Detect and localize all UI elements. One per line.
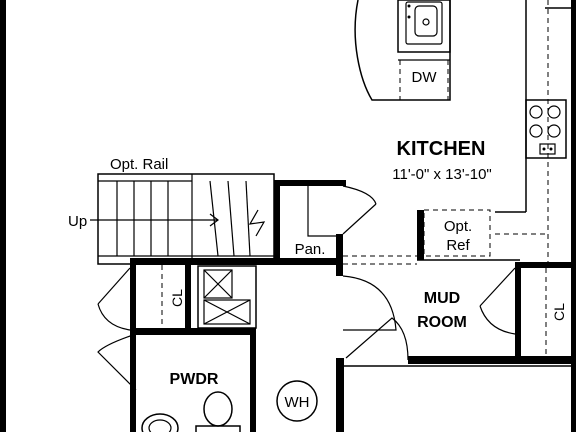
staircase: [90, 173, 275, 265]
left-closet: [97, 258, 256, 336]
kitchen-dimensions: 11'-0" x 13'-10": [392, 166, 492, 183]
mud-door-swing: [345, 317, 409, 361]
opt-ref-label-line2: Ref: [446, 237, 470, 254]
right-exterior-wall: [571, 0, 576, 432]
kitchen-room-name: KITCHEN: [397, 138, 486, 160]
mud-room-name-line2: ROOM: [417, 314, 467, 331]
opt-ref-label-line1: Opt.: [444, 218, 472, 235]
mud-room-name-line1: MUD: [424, 290, 460, 307]
optional-refrigerator: [417, 209, 491, 260]
hall-wall-top: [130, 258, 342, 265]
powder-room: [97, 328, 256, 432]
right-closet: [479, 262, 571, 356]
water-heater: [276, 380, 318, 422]
kitchen-counter-right: [495, 0, 571, 270]
sink: [141, 413, 179, 432]
stair-rail-label: Opt. Rail: [110, 156, 168, 173]
washer-dryer: [197, 265, 257, 329]
pantry-label: Pan.: [295, 241, 326, 258]
hall-door-swing: [342, 275, 397, 331]
mud-room-bottom-wall: [408, 356, 576, 364]
toilet: [195, 391, 241, 432]
pantry: [274, 180, 377, 276]
left-exterior-wall: [0, 0, 6, 432]
powder-room-name: PWDR: [170, 371, 219, 388]
stair-direction-label: Up: [68, 213, 87, 230]
hall-right-wall: [336, 358, 344, 432]
left-closet-label: CL: [169, 289, 185, 307]
water-heater-label: WH: [285, 394, 310, 411]
right-closet-label: CL: [551, 303, 567, 321]
kitchen-island: [354, 0, 451, 101]
dishwasher-label: DW: [412, 69, 438, 86]
cooktop: [525, 99, 567, 159]
